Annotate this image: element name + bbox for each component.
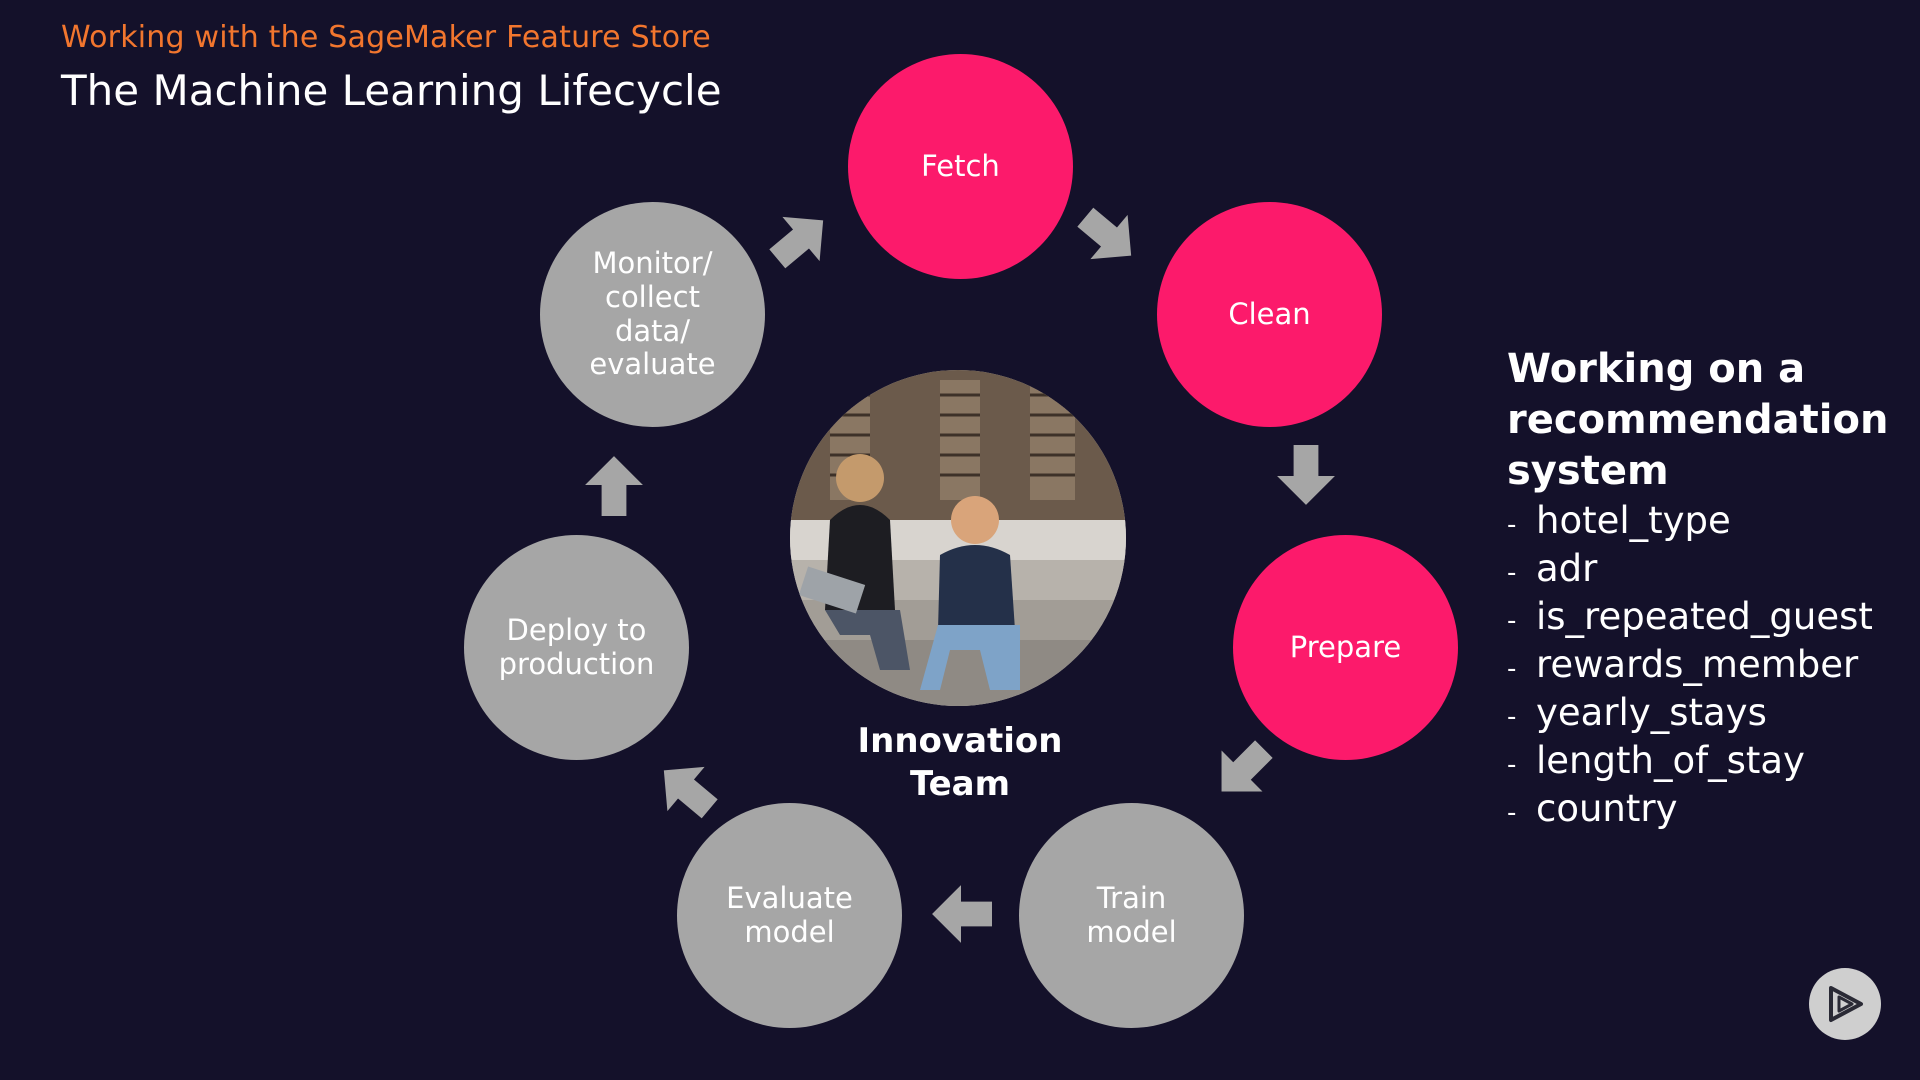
arrow-prepare-to-train-icon [1198,727,1286,815]
list-item: -length_of_stay [1507,739,1805,782]
node-clean-label: Clean [1228,296,1311,331]
node-prepare-label: Prepare [1289,629,1402,664]
feature-list: -hotel_type -adr -is_repeated_guest -rew… [1507,497,1907,833]
list-item: -hotel_type [1507,499,1731,542]
node-fetch: Fetch [848,54,1073,279]
node-fetch-label: Fetch [921,148,1000,183]
node-monitor-label: Monitor/ collect data/ evaluate [589,245,716,382]
arrow-train-to-evaluate-icon [930,883,992,945]
arrow-monitor-to-fetch-icon [757,195,844,282]
list-item: -yearly_stays [1507,691,1767,734]
arrow-deploy-to-monitor-icon [583,454,645,516]
node-train-model: Train model [1019,803,1244,1028]
list-item: -is_repeated_guest [1507,595,1873,638]
node-deploy: Deploy to production [464,535,689,760]
slide-subtitle: Working with the SageMaker Feature Store [61,20,711,55]
node-clean: Clean [1157,202,1382,427]
slide-title: The Machine Learning Lifecycle [61,66,722,115]
list-item: -adr [1507,547,1598,590]
arrow-clean-to-prepare-icon [1275,445,1337,507]
node-deploy-label: Deploy to production [498,612,655,681]
side-heading: Working on a recommendation system [1507,346,1889,494]
center-label: Innovation Team [857,721,1063,805]
side-panel: Working on a recommendation system -hote… [1507,344,1907,833]
list-item: -rewards_member [1507,643,1859,686]
arrow-evaluate-to-deploy-icon [642,745,729,832]
node-evaluate-model: Evaluate model [677,803,902,1028]
node-prepare: Prepare [1233,535,1458,760]
list-item: -country [1507,787,1678,830]
arrow-fetch-to-clean-icon [1065,193,1152,280]
node-monitor: Monitor/ collect data/ evaluate [540,202,765,427]
team-photo [790,370,1126,706]
play-logo-icon[interactable] [1809,968,1881,1040]
node-train-model-label: Train model [1086,880,1177,949]
node-evaluate-model-label: Evaluate model [726,880,853,949]
